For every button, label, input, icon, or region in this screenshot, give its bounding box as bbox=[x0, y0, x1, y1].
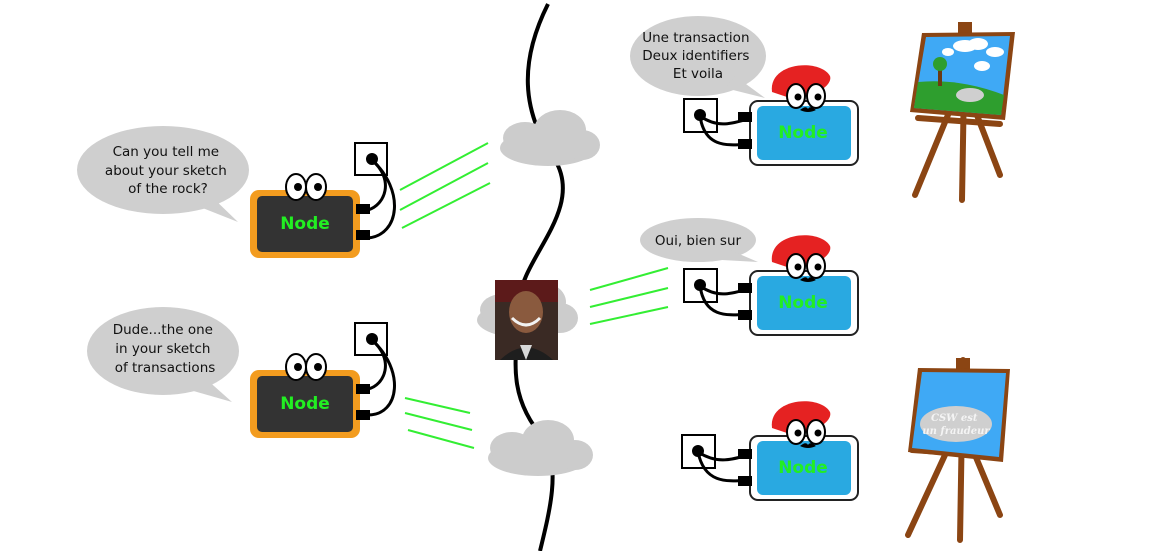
node-eyes bbox=[285, 353, 327, 381]
link-lines-right-middle bbox=[589, 267, 669, 325]
node-label: Node bbox=[778, 293, 828, 313]
easel-bottom: CSW est un fraudeur bbox=[905, 357, 1010, 543]
node-eyes bbox=[786, 419, 826, 445]
node-eyes bbox=[786, 253, 826, 279]
bubble-line: of the rock? bbox=[128, 181, 208, 197]
cloud-top bbox=[500, 110, 600, 166]
left-node-1: Can you tell me about your sketch of the… bbox=[77, 126, 396, 258]
speech-bubble: Une transaction Deux identifiers Et voil… bbox=[630, 16, 766, 98]
power-cable bbox=[367, 158, 396, 240]
portrait-photo bbox=[495, 280, 558, 360]
cloud-bottom bbox=[488, 420, 593, 476]
bubble-line: Deux identifiers bbox=[642, 48, 749, 64]
node-box: Node bbox=[250, 190, 370, 258]
landscape-painting bbox=[910, 32, 1015, 120]
svg-text:Oui, bien sur: Oui, bien sur bbox=[655, 233, 742, 249]
svg-text:CSW est un fraudeur: CSW est un fraudeur bbox=[922, 413, 990, 437]
canvas-text-line: CSW est bbox=[931, 413, 978, 424]
right-node-3: Node bbox=[681, 401, 859, 501]
power-outlet bbox=[683, 268, 718, 303]
speech-bubble: Oui, bien sur bbox=[640, 218, 758, 262]
speech-bubble: Can you tell me about your sketch of the… bbox=[77, 126, 249, 222]
easel-top bbox=[910, 22, 1015, 203]
node-label: Node bbox=[778, 123, 828, 143]
canvas-text-line: un fraudeur bbox=[922, 426, 990, 437]
link-lines-left-top bbox=[399, 142, 491, 229]
mustache-icon bbox=[800, 277, 816, 282]
left-node-2: Dude...the one in your sketch of transac… bbox=[87, 307, 396, 438]
speech-bubble: Dude...the one in your sketch of transac… bbox=[87, 307, 239, 402]
bubble-line: Can you tell me bbox=[113, 144, 220, 160]
link-lines-left-bottom bbox=[404, 397, 475, 449]
bubble-line: Oui, bien sur bbox=[655, 233, 742, 249]
mustache-icon bbox=[800, 107, 816, 112]
power-cable bbox=[367, 338, 396, 417]
csw-painting: CSW est un fraudeur bbox=[908, 368, 1010, 462]
node-eyes bbox=[285, 173, 327, 201]
bubble-line: Une transaction bbox=[642, 30, 749, 46]
node-label: Node bbox=[280, 214, 330, 234]
svg-text:Une transaction Deux i: Une transaction Deux identifiers Et voil… bbox=[642, 30, 754, 82]
node-box: Node bbox=[738, 435, 859, 501]
node-box: Node bbox=[738, 270, 859, 336]
node-label: Node bbox=[280, 394, 330, 414]
node-box: Node bbox=[250, 370, 370, 438]
bubble-line: of transactions bbox=[115, 360, 216, 376]
svg-text:Can you tell me about: Can you tell me about your sketch of the… bbox=[105, 144, 231, 197]
node-box: Node bbox=[738, 100, 859, 166]
bubble-line: Dude...the one bbox=[113, 322, 213, 338]
svg-text:Dude...the one in your: Dude...the one in your sketch of transac… bbox=[113, 322, 218, 376]
mustache-icon bbox=[800, 443, 816, 448]
bubble-line: in your sketch bbox=[115, 341, 210, 357]
bubble-line: Et voila bbox=[673, 66, 723, 82]
bubble-line: about your sketch bbox=[105, 163, 227, 179]
right-node-1: Une transaction Deux identifiers Et voil… bbox=[630, 16, 859, 166]
power-outlet bbox=[683, 98, 718, 133]
power-outlet bbox=[354, 142, 388, 176]
right-node-2: Oui, bien sur Node bbox=[640, 218, 859, 336]
node-eyes bbox=[786, 83, 826, 109]
node-label: Node bbox=[778, 458, 828, 478]
